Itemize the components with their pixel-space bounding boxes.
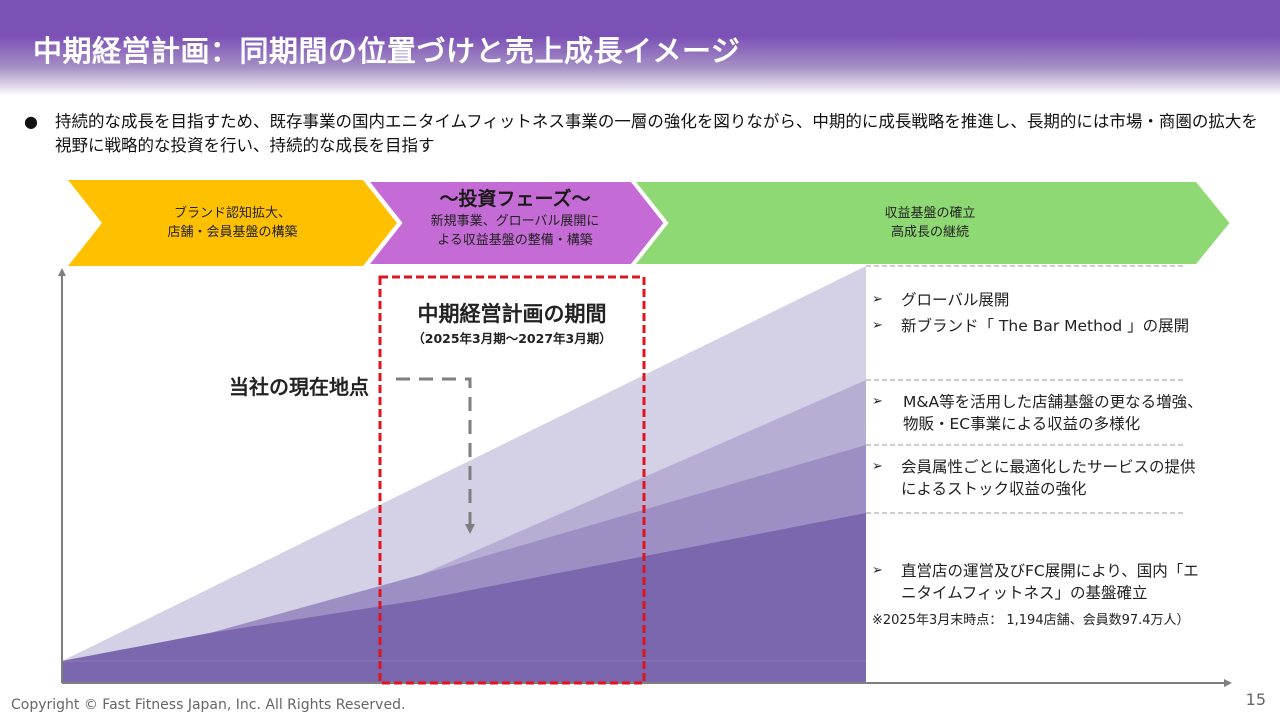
copyright: Copyright © Fast Fitness Japan, Inc. All… (11, 697, 406, 713)
title-bar: 中期経営計画：同期間の位置づけと売上成長イメージ (0, 0, 1280, 96)
page-title: 中期経営計画：同期間の位置づけと売上成長イメージ (33, 34, 741, 68)
note-item: ➢ 直営店の運営及びFC展開により、国内「エニタイムフィットネス」の基盤確立 (870, 560, 1201, 604)
phase-chevron-3 (627, 178, 1235, 268)
phase-chevron-1 (68, 180, 397, 266)
note-text: 新ブランド「 The Bar Method 」の展開 (901, 317, 1190, 335)
bullet-icon: ● (24, 112, 38, 131)
arrow-bullet-icon: ➢ (872, 394, 883, 409)
arrow-bullet-icon: ➢ (872, 318, 883, 333)
note-item: ➢ グローバル展開 (870, 289, 1210, 311)
lead-paragraph: ● 持続的な成長を目指すため、既存事業の国内エニタイムフィットネス事業の一層の強… (24, 110, 1274, 158)
arrow-bullet-icon: ➢ (872, 459, 883, 474)
phase-2-heading: ～投資フェーズ～ (439, 188, 591, 210)
phase-2-line-2: よる収益基盤の整備・構築 (437, 233, 593, 248)
phase-3-line-2: 高成長の継続 (890, 225, 969, 240)
phase-1-line-1: ブランド認知拡大、 (173, 206, 291, 221)
page-number: 15 (1245, 690, 1266, 709)
notes-group-2: ➢ M&A等を活用した店舗基盤の更なる増強、物販・EC事業による収益の多様化 (870, 391, 1210, 435)
note-text: グローバル展開 (901, 291, 1010, 309)
phase-2-line-1: 新規事業、グローバル展開に (430, 214, 600, 229)
note-text: 直営店の運営及びFC展開により、国内「エニタイムフィットネス」の基盤確立 (901, 562, 1199, 602)
phase-3-line-1: 収益基盤の確立 (884, 206, 976, 221)
arrow-bullet-icon: ➢ (872, 292, 883, 307)
notes-group-1: ➢ グローバル展開 ➢ 新ブランド「 The Bar Method 」の展開 (870, 289, 1210, 337)
note-text: M&A等を活用した店舗基盤の更なる増強、物販・EC事業による収益の多様化 (903, 393, 1203, 433)
plan-period-box (378, 275, 646, 685)
note-item: ➢ 新ブランド「 The Bar Method 」の展開 (870, 315, 1201, 337)
note-item: ➢ 会員属性ごとに最適化したサービスの提供によるストック収益の強化 (870, 456, 1201, 500)
store-count-footnote: ※2025年3月末時点： 1,194店舗、会員数97.4万人） (872, 613, 1190, 628)
current-position-pointer (396, 377, 475, 534)
arrow-bullet-icon: ➢ (872, 563, 883, 578)
note-item: ➢ M&A等を活用した店舗基盤の更なる増強、物販・EC事業による収益の多様化 (870, 391, 1203, 435)
notes-group-4: ➢ 直営店の運営及びFC展開により、国内「エニタイムフィットネス」の基盤確立 (870, 560, 1210, 604)
growth-layer-global-shape (420, 266, 866, 575)
current-position-label: 当社の現在地点 (229, 375, 369, 399)
phase-2-text: ～投資フェーズ～ 新規事業、グローバル展開に よる収益基盤の整備・構築 (400, 186, 630, 250)
phase-1-text: ブランド認知拡大、 店舗・会員基盤の構築 (110, 204, 355, 242)
plan-period-title: 中期経営計画の期間 (417, 302, 607, 326)
growth-layer-domestic (62, 513, 866, 683)
notes-group-3: ➢ 会員属性ごとに最適化したサービスの提供によるストック収益の強化 (870, 456, 1210, 500)
note-text: 会員属性ごとに最適化したサービスの提供によるストック収益の強化 (901, 458, 1196, 498)
phase-1-line-2: 店舗・会員基盤の構築 (167, 225, 298, 240)
phase-3-text: 収益基盤の確立 高成長の継続 (780, 204, 1080, 242)
lead-text: 持続的な成長を目指すため、既存事業の国内エニタイムフィットネス事業の一層の強化を… (55, 112, 1258, 155)
plan-period-subtitle: （2025年3月期～2027年3月期） (412, 331, 612, 346)
